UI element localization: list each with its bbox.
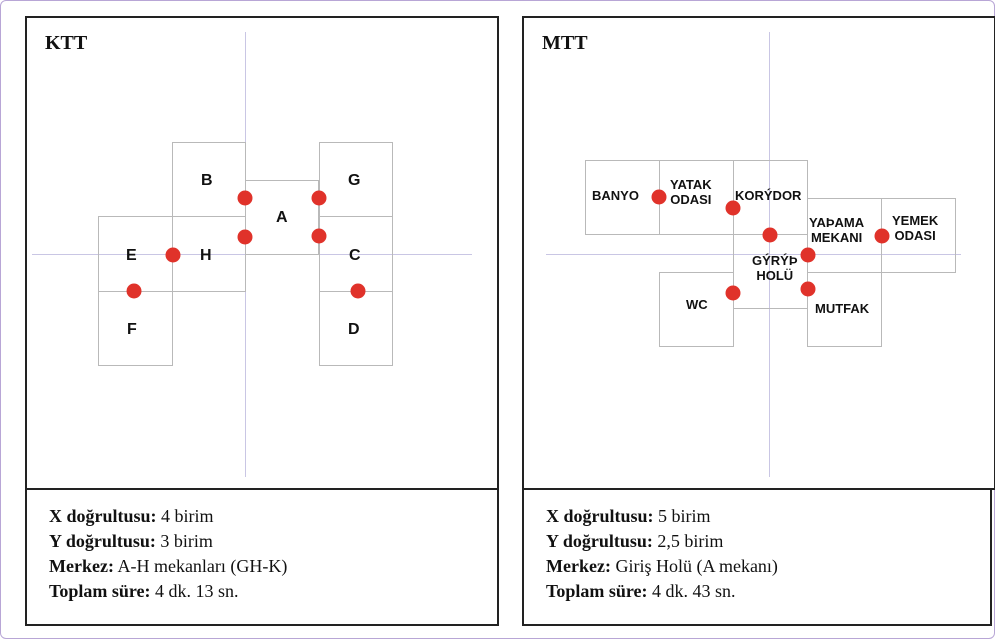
mtt-door-yatak-koridor [725,200,741,216]
mtt-horizontal-axis [546,254,961,255]
mtt-door-koridor-giris [762,227,778,243]
mtt-door-giris-wc [725,285,741,301]
mtt-info-box: X doğrultusu: 5 birim Y doğrultusu: 2,5 … [522,488,992,626]
mtt-label-banyo: BANYO [592,188,639,203]
ktt-door-a-c [311,228,327,244]
mtt-label-yatak-odasi: YATAK ODASI [670,177,712,207]
ktt-label-h: H [200,247,212,264]
mtt-room-mutfak [807,272,882,347]
mtt-label-yasama-mekani: YAÞAMA MEKANI [809,215,865,245]
ktt-title: KTT [45,32,88,54]
ktt-label-c: C [349,247,361,264]
mtt-door-giris-yasama [800,247,816,263]
ktt-label-d: D [348,321,360,338]
ktt-label-f: F [127,321,137,338]
mtt-label-wc: WC [686,297,708,312]
ktt-info-center: Merkez: A-H mekanları (GH-K) [49,556,288,576]
mtt-title: MTT [542,32,588,54]
ktt-label-b: B [201,172,213,189]
ktt-diagram-panel: KTT B A G E H C F D [25,16,499,490]
mtt-diagram-panel: MTT BANYO YATAK ODASI KORÝDOR YAÞAMA MEK… [522,16,995,490]
mtt-label-mutfak: MUTFAK [815,301,870,316]
mtt-door-yasama-yemek [874,228,890,244]
ktt-door-h-a [237,229,253,245]
ktt-label-a: A [276,209,288,226]
mtt-info-center: Merkez: Giriş Holü (A mekanı) [546,556,778,576]
ktt-label-g: G [348,172,361,189]
mtt-label-giris-holu: GÝRÝÞ HOLÜ [752,253,798,283]
ktt-door-c-d [350,283,366,299]
mtt-info-time: Toplam süre: 4 dk. 43 sn. [546,581,736,601]
mtt-door-giris-mutfak [800,281,816,297]
ktt-info-y: Y doğrultusu: 3 birim [49,531,213,551]
ktt-door-e-h [165,247,181,263]
mtt-info-y: Y doğrultusu: 2,5 birim [546,531,724,551]
mtt-door-banyo-yatak [651,189,667,205]
ktt-info-x: X doğrultusu: 4 birim [49,506,214,526]
ktt-door-e-f [126,283,142,299]
mtt-label-koridor: KORÝDOR [735,188,802,203]
ktt-label-e: E [126,247,137,264]
ktt-door-b-a [237,190,253,206]
mtt-label-yemek-odasi: YEMEK ODASI [892,213,939,243]
ktt-door-a-g [311,190,327,206]
mtt-info-x: X doğrultusu: 5 birim [546,506,711,526]
mtt-room-wc [659,272,734,347]
ktt-info-box: X doğrultusu: 4 birim Y doğrultusu: 3 bi… [25,488,499,626]
ktt-info-time: Toplam süre: 4 dk. 13 sn. [49,581,239,601]
